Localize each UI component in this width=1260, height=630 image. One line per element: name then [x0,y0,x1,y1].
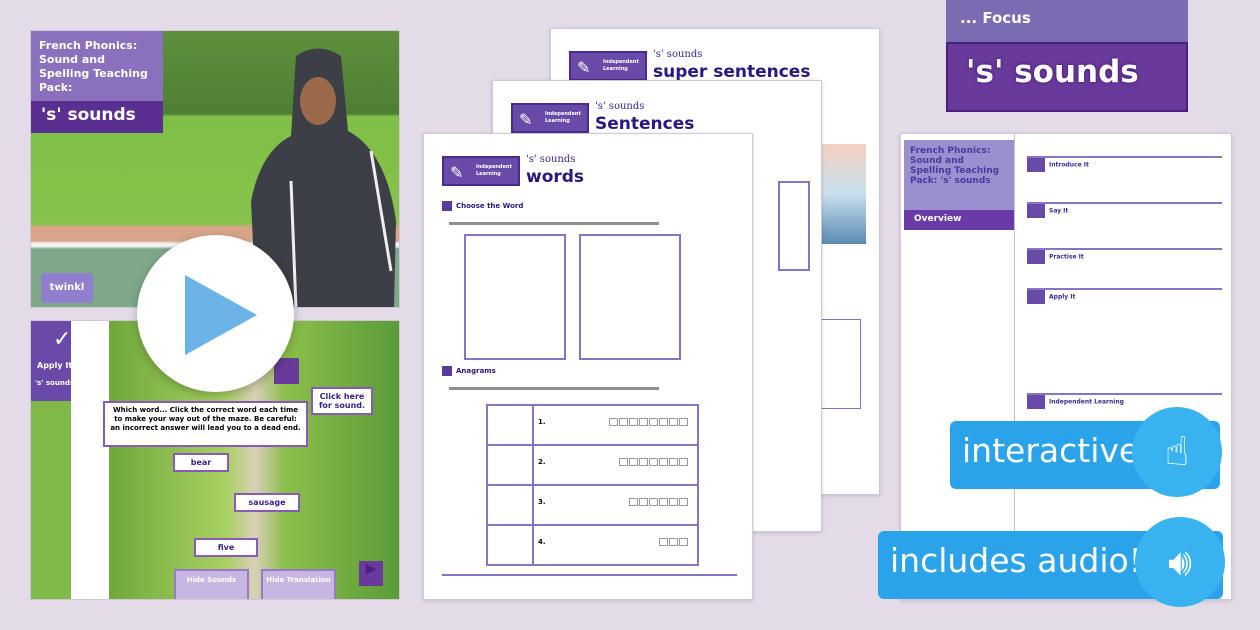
focus-banner: ... Focus 's' sounds [946,0,1188,112]
worksheet-subtitle: 's' sounds [526,154,576,165]
apply-it-sub: 's' sounds [35,379,75,387]
check-icon: ✓ [53,327,72,352]
interactive-label: interactive [962,431,1140,470]
word-option-sausage[interactable]: sausage [234,493,300,512]
overview-steps: Introduce It Say It Practise It Apply It… [1027,156,1222,423]
independent-learning-badge: ✎Independent Learning [511,103,589,133]
play-icon [185,275,257,355]
interactive-badge: interactive ☝ [950,407,1222,497]
section-anagrams: Anagrams [442,366,496,376]
touch-hand-icon: ☝ [1132,407,1222,497]
focus-title: 's' sounds [946,42,1188,112]
slide-subtitle: 's' sounds [31,101,163,133]
worksheet-subtitle: 's' sounds [653,49,703,60]
word-option-five[interactable]: five [194,538,258,557]
worksheet-subtitle: 's' sounds [595,101,645,112]
sound-button[interactable] [274,358,299,384]
speaker-icon: 🔊︎ [1135,517,1225,607]
hide-sounds-button[interactable]: Hide Sounds [174,569,249,599]
slide-title-box: French Phonics: Sound and Spelling Teach… [31,31,163,133]
worksheet-title: words [526,167,585,187]
overview-section-label: Overview [904,210,1014,230]
pencil-icon: ✎ [577,58,591,77]
choose-word-grid-right [579,234,681,360]
overview-title: French Phonics: Sound and Spelling Teach… [904,140,1014,210]
next-arrow-button[interactable]: ▶ [359,561,383,586]
play-button[interactable] [137,235,294,392]
word-option-bear[interactable]: bear [173,453,229,472]
audio-badge: includes audio! 🔊︎ [878,517,1225,607]
apply-it-label: Apply It! [37,361,76,370]
pencil-icon: ✎ [519,110,533,129]
choose-word-grid-left [464,234,566,360]
click-for-sound-tooltip: Click here for sound. [311,387,373,415]
focus-label: ... Focus [946,0,1188,42]
character-illustration [251,48,396,307]
independent-learning-badge: ✎Independent Learning [569,51,647,81]
twinkl-logo: twinkl [41,273,93,303]
pencil-icon: ✎ [450,163,464,182]
hide-translation-button[interactable]: Hide Translation [261,569,336,599]
illustrations [821,144,866,244]
worksheet-title: Sentences [595,114,695,134]
anagram-table: 1. 2. 3. 4. [486,404,699,566]
instructions-box: Which word... Click the correct word eac… [103,401,308,447]
worksheet-title: super sentences [653,62,811,82]
slide-title: French Phonics: Sound and Spelling Teach… [31,31,163,101]
worksheet-words: ✎Independent Learning 's' sounds words C… [423,133,753,600]
audio-label: includes audio! [890,541,1142,580]
independent-learning-badge: ✎Independent Learning [442,156,520,186]
section-choose-word: Choose the Word [442,201,523,211]
